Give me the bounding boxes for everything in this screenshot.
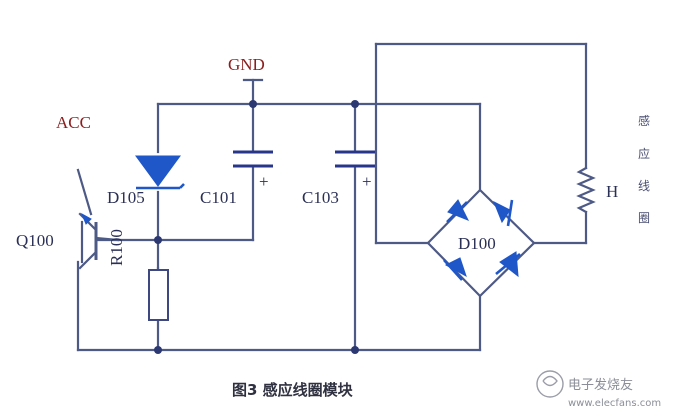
watermark: 电子发烧友 www.elecfans.com [536, 370, 661, 409]
coil-h-inductor [576, 166, 596, 214]
r100-label: R100 [107, 229, 126, 266]
d105-label: D105 [107, 188, 145, 207]
watermark-name: 电子发烧友 [568, 377, 633, 393]
c101-plus: + [259, 172, 269, 191]
resistor-r100 [148, 269, 169, 321]
transistor-q100 [78, 212, 120, 270]
watermark-url: www.elecfans.com [568, 398, 661, 409]
side-char: 圈 [638, 211, 650, 225]
q100-label: Q100 [16, 231, 54, 250]
d100-label: D100 [458, 234, 496, 253]
side-char: 线 [638, 179, 650, 193]
c103-label: C103 [302, 188, 339, 207]
emitter-arrow [81, 212, 92, 225]
side-text: 感 应 线 圈 [638, 113, 650, 225]
wires [76, 42, 588, 352]
bridge-rectifier-d100 [426, 188, 536, 298]
watermark-logo-icon [536, 370, 564, 398]
figure-caption: 图3 感应线圈模块 [232, 381, 354, 399]
h-label: H [606, 182, 618, 201]
capacitor-c101 [233, 150, 273, 168]
side-char: 感 [638, 113, 650, 128]
gnd-label: GND [228, 55, 265, 74]
acc-label: ACC [56, 113, 91, 132]
c103-plus: + [362, 172, 372, 191]
c101-label: C101 [200, 188, 237, 207]
diode-d105 [135, 155, 185, 190]
capacitor-c103 [335, 150, 375, 168]
junction-nodes [154, 100, 359, 354]
side-char: 应 [638, 146, 650, 161]
